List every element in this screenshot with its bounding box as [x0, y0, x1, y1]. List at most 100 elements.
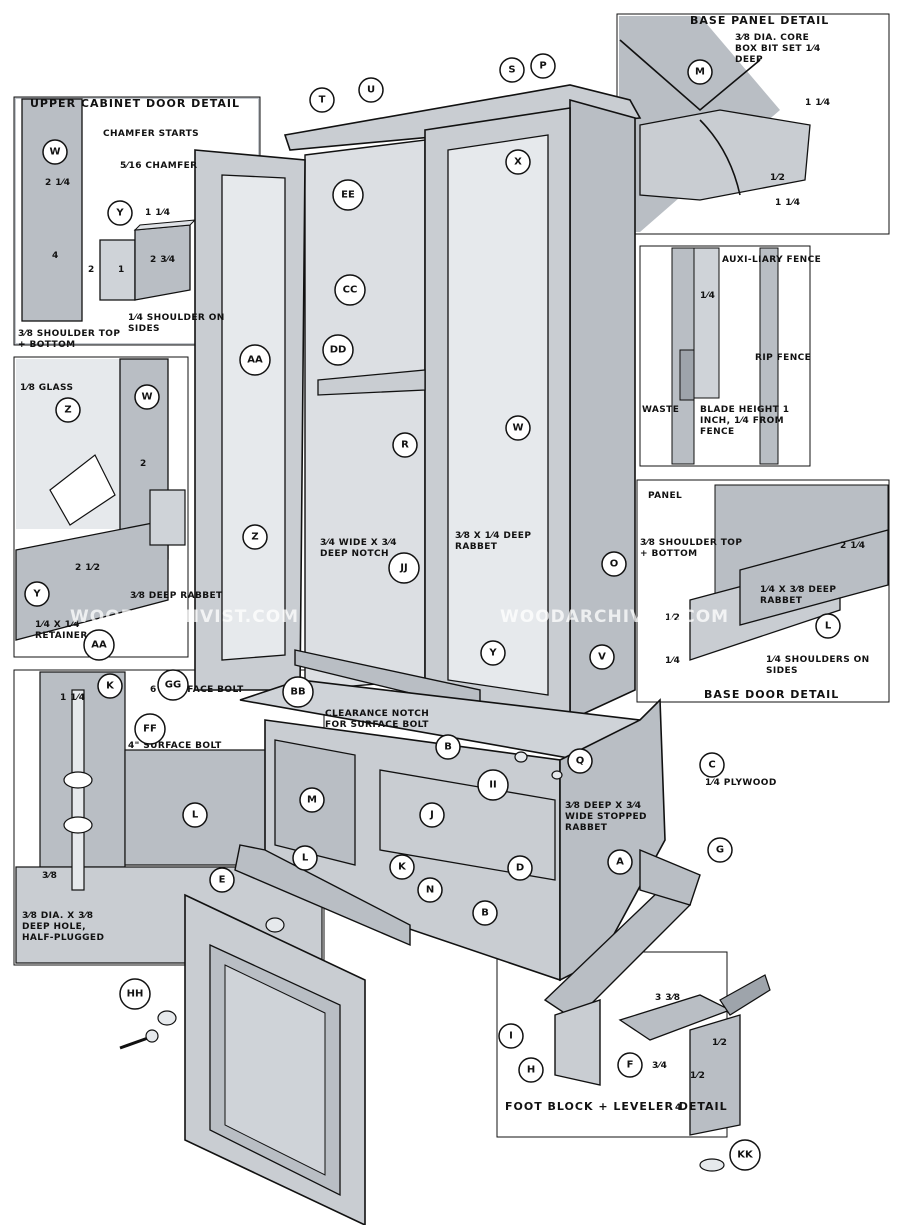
svg-text:S: S — [508, 65, 515, 76]
foot-dim-d: 1⁄2 — [690, 1071, 705, 1081]
foot-dim-a: 3 3⁄8 — [655, 993, 680, 1003]
svg-text:N: N — [426, 885, 434, 896]
watermark-right: WOODARCHIVIST.COM — [500, 607, 729, 627]
base-door-shoulder-label: 3⁄8 SHOULDER TOP+ BOTTOM — [640, 538, 742, 559]
svg-text:Y: Y — [488, 648, 497, 659]
upper-dim-a: 2 1⁄4 — [45, 178, 70, 188]
callout-r-12: R — [392, 432, 418, 458]
callout-h-45: H — [518, 1057, 544, 1083]
svg-text:K: K — [106, 681, 115, 692]
svg-text:J: J — [429, 810, 434, 821]
callout-w-5: W — [42, 139, 68, 165]
callout-g-38: G — [707, 837, 733, 863]
svg-text:M: M — [307, 795, 317, 806]
callout-cc-9: CC — [334, 274, 366, 306]
svg-text:B: B — [481, 908, 489, 919]
base-panel-detail-title: BASE PANEL DETAIL — [690, 14, 829, 27]
callout-k-26: K — [97, 673, 123, 699]
foot-dim-e: 4 — [675, 1103, 682, 1113]
svg-text:HH: HH — [127, 989, 144, 1000]
svg-text:V: V — [598, 652, 606, 663]
base-panel-dim-c: 1 1⁄4 — [775, 198, 800, 208]
svg-text:E: E — [219, 875, 226, 886]
rip-dim-label: 1⁄4 — [700, 291, 715, 301]
svg-text:F: F — [627, 1060, 634, 1071]
glass-dim-b: 2 1⁄2 — [75, 563, 100, 573]
svg-text:I: I — [509, 1031, 513, 1042]
exploded-base-door — [184, 893, 366, 1227]
callout-e-39: E — [209, 867, 235, 893]
callout-s-2: S — [499, 57, 525, 83]
callout-u-1: U — [358, 77, 384, 103]
svg-text:G: G — [716, 845, 724, 856]
svg-text:BB: BB — [290, 687, 305, 698]
base-door-detail-title: BASE DOOR DETAIL — [704, 688, 839, 701]
glass-rabbet-label: 3⁄8 DEEP RABBET — [130, 591, 223, 601]
svg-text:Z: Z — [64, 405, 71, 416]
callout-aa-17: AA — [83, 629, 115, 661]
callout-w-13: W — [505, 415, 531, 441]
glass-detail-panel — [13, 356, 189, 658]
svg-text:D: D — [516, 863, 524, 874]
callout-n-41: N — [417, 877, 443, 903]
svg-text:L: L — [192, 810, 199, 821]
svg-text:KK: KK — [737, 1150, 754, 1161]
svg-text:DD: DD — [330, 345, 347, 356]
chamfer-starts-label: CHAMFER STARTS — [103, 129, 199, 139]
svg-text:T: T — [319, 95, 326, 106]
callout-z-18: Z — [242, 524, 268, 550]
svg-text:C: C — [708, 760, 715, 771]
upper-dim-e: 1 — [118, 265, 125, 275]
callout-d-36: D — [507, 855, 533, 881]
callout-l-28: L — [182, 802, 208, 828]
svg-text:X: X — [514, 157, 522, 168]
callout-i-44: I — [498, 1023, 524, 1049]
upper-dim-f: 4 — [52, 251, 59, 261]
svg-text:Z: Z — [251, 532, 258, 543]
callout-o-20: O — [601, 551, 627, 577]
callout-j-33: J — [419, 802, 445, 828]
callout-ii-32: II — [477, 769, 509, 801]
four-inch-bolt-label: 4" SURFACE BOLT — [128, 741, 222, 751]
callout-ee-8: EE — [332, 179, 364, 211]
svg-text:Q: Q — [576, 756, 585, 767]
callout-aa-11: AA — [239, 344, 271, 376]
svg-text:U: U — [367, 85, 375, 96]
svg-text:L: L — [825, 621, 832, 632]
bolt-dim-a: 1 1⁄4 — [60, 693, 85, 703]
svg-text:AA: AA — [247, 355, 263, 366]
svg-text:K: K — [398, 862, 407, 873]
base-panel-detail-panel — [616, 13, 890, 235]
callout-f-46: F — [617, 1052, 643, 1078]
callout-a-37: A — [607, 849, 633, 875]
svg-text:Y: Y — [115, 208, 124, 219]
svg-text:B: B — [444, 742, 452, 753]
auxiliary-fence-label: AUXI-LIARY FENCE — [722, 255, 821, 265]
callout-m-34: M — [299, 787, 325, 813]
foot-dim-b: 1⁄2 — [712, 1038, 727, 1048]
upper-dim-d: 2 — [88, 265, 95, 275]
upper-dim-b: 1 1⁄4 — [145, 208, 170, 218]
glass-dim-a: 2 — [140, 459, 147, 469]
svg-text:O: O — [610, 559, 619, 570]
callout-b-42: B — [472, 900, 498, 926]
rip-fence-label: RIP FENCE — [755, 353, 811, 363]
glass-thickness-label: 1⁄8 GLASS — [20, 383, 73, 393]
callout-y-6: Y — [107, 200, 133, 226]
svg-text:II: II — [489, 780, 496, 791]
callout-l-21: L — [815, 613, 841, 639]
callout-y-16: Y — [24, 581, 50, 607]
callout-dd-10: DD — [322, 334, 354, 366]
callout-bb-25: BB — [282, 676, 314, 708]
svg-text:Y: Y — [32, 589, 41, 600]
svg-text:CC: CC — [343, 285, 358, 296]
